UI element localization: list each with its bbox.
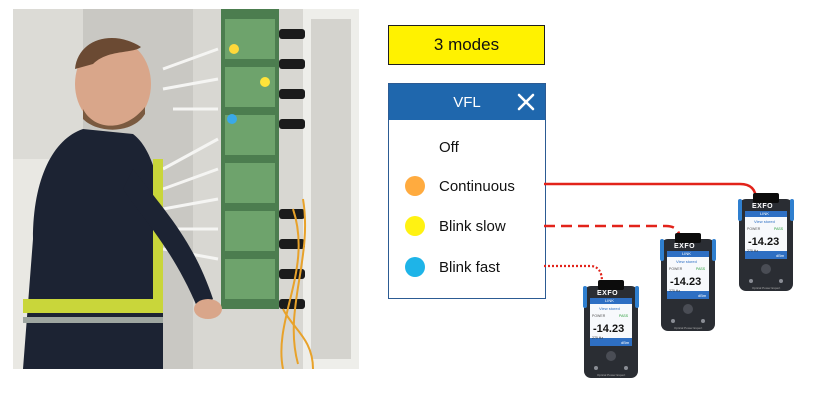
vfl-option-label: Blink slow: [439, 217, 506, 235]
device-power-label: POWER: [592, 314, 606, 318]
device-brand: EXFO: [752, 203, 774, 210]
vfl-option-continuous[interactable]: Continuous: [389, 173, 545, 199]
modes-badge: 3 modes: [388, 25, 545, 65]
power-meter-body: [660, 233, 716, 331]
blue-dot-icon: [405, 257, 425, 277]
power-meter-body: [583, 280, 639, 378]
vfl-option-label: Off: [439, 138, 459, 156]
device-status: View stored: [599, 306, 620, 311]
vfl-panel: VFL Off Continuous Blink slow Blink fast: [388, 83, 546, 299]
device-reading: -14.23: [670, 276, 702, 288]
device-wavelength: 270 Hz: [747, 249, 759, 253]
device-power-label: POWER: [747, 227, 761, 231]
device-pass-label: PASS: [774, 227, 784, 231]
technician-photo: [13, 9, 359, 369]
power-meter-device-1: EXFO -14.23 LINK View stored POWER PASS …: [583, 280, 639, 385]
device-wavelength: 270 Hz: [669, 289, 681, 293]
vfl-option-label: Blink fast: [439, 258, 500, 276]
device-unit: dBm: [698, 293, 707, 298]
vfl-option-off[interactable]: Off: [389, 134, 545, 160]
power-meter-device-3: EXFO -14.23 LINK View stored POWER PASS …: [738, 193, 794, 298]
device-wavelength: 270 Hz: [592, 336, 604, 340]
vfl-panel-header: VFL: [389, 84, 545, 120]
device-pass-label: PASS: [619, 314, 629, 318]
device-unit: dBm: [621, 340, 630, 345]
power-meter-body: [738, 193, 794, 291]
device-mode: LINK: [760, 211, 769, 216]
blink-fast-fiber-line: [544, 264, 604, 283]
technician-illustration: [13, 9, 359, 369]
device-unit: dBm: [776, 253, 785, 258]
vfl-option-label: Continuous: [439, 177, 515, 195]
vfl-panel-title: VFL: [453, 93, 481, 111]
device-brand: EXFO: [597, 290, 619, 297]
yellow-dot-icon: [405, 216, 425, 236]
orange-dot-icon: [405, 176, 425, 196]
continuous-fiber-line: [544, 182, 758, 201]
device-model: Optical Power Expert: [752, 286, 781, 290]
device-mode: LINK: [605, 298, 614, 303]
power-meter-device-2: EXFO -14.23 LINK View stored POWER PASS …: [660, 233, 716, 338]
vfl-option-blink-fast[interactable]: Blink fast: [389, 254, 545, 280]
vfl-option-blink-slow[interactable]: Blink slow: [389, 213, 545, 239]
device-status: View stored: [754, 219, 775, 224]
device-model: Optical Power Expert: [674, 326, 703, 330]
device-reading: -14.23: [748, 236, 780, 248]
device-mode: LINK: [682, 251, 691, 256]
device-brand: EXFO: [674, 243, 696, 250]
device-pass-label: PASS: [696, 267, 706, 271]
modes-badge-label: 3 modes: [433, 35, 500, 54]
close-icon[interactable]: [516, 92, 536, 112]
device-model: Optical Power Expert: [597, 373, 626, 377]
device-reading: -14.23: [593, 323, 625, 335]
device-power-label: POWER: [669, 267, 683, 271]
device-status: View stored: [676, 259, 697, 264]
